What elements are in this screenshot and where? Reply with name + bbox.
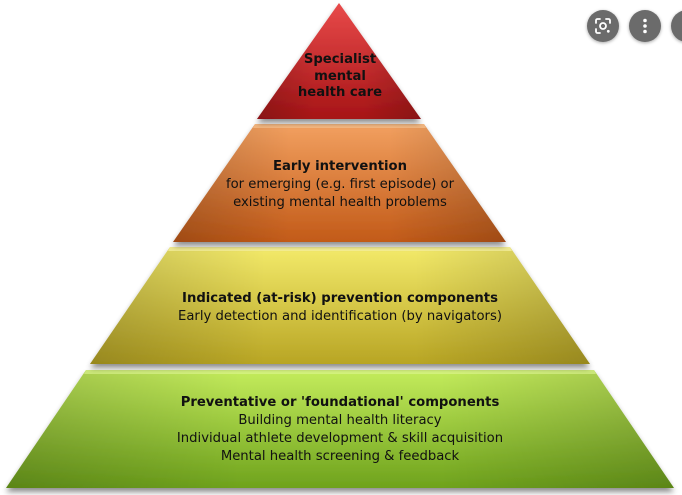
tier-early-intervention xyxy=(173,124,506,242)
tier-indicated-label: Indicated (at-risk) prevention component… xyxy=(150,290,530,326)
lens-search-icon xyxy=(595,18,611,34)
tier-foundational xyxy=(6,370,674,488)
tier-foundational-line-3: Mental health screening & feedback xyxy=(220,449,460,464)
tier-indicated-title: Indicated (at-risk) prevention component… xyxy=(182,291,498,306)
tier-indicated-line-1: Early detection and identification (by n… xyxy=(178,309,502,324)
tier-foundational-title: Preventative or 'foundational' component… xyxy=(180,395,500,410)
tier-early-intervention-label: Early intervention for emerging (e.g. fi… xyxy=(190,158,490,212)
tier-specialist-label: Specialist mental health care xyxy=(270,52,410,102)
tier-foundational-line-1: Building mental health literacy xyxy=(238,413,442,428)
tier-foundational-line-2: Individual athlete development & skill a… xyxy=(176,431,504,446)
tier-specialist-line-1: Specialist xyxy=(303,52,377,67)
tier-foundational-label: Preventative or 'foundational' component… xyxy=(130,394,550,466)
tier-early-intervention-title: Early intervention xyxy=(273,159,407,174)
more-options-button[interactable] xyxy=(629,10,661,42)
tier-specialist-line-2: mental xyxy=(314,68,366,84)
tier-indicated xyxy=(90,247,590,364)
tier-early-intervention-line-1: for emerging (e.g. first episode) or xyxy=(225,177,455,192)
more-vertical-icon xyxy=(643,18,647,34)
tier-specialist xyxy=(257,3,421,119)
overflow-button[interactable] xyxy=(671,10,682,42)
tier-specialist-line-3: health care xyxy=(297,85,383,100)
lens-search-button[interactable] xyxy=(587,10,619,42)
tier-early-intervention-line-2: existing mental health problems xyxy=(233,195,447,210)
